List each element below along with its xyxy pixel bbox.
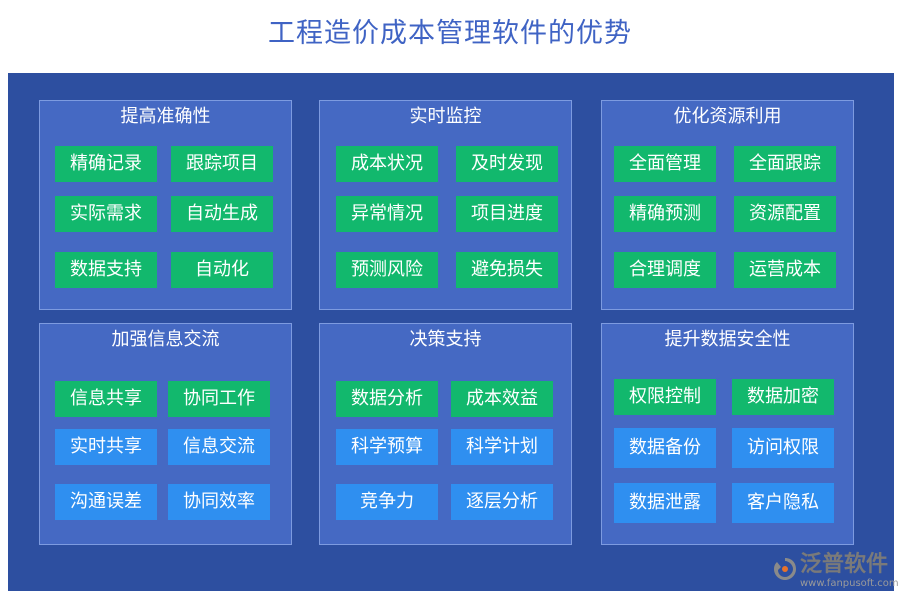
panel-title: 实时监控 [409,106,482,127]
tag: 及时发现 [456,146,558,182]
panel-title: 决策支持 [409,329,482,350]
tag: 数据加密 [732,379,834,415]
tag: 数据备份 [614,428,716,468]
tag: 协同工作 [168,381,270,417]
panel-security: 提升数据安全性 权限控制 数据加密 数据备份 访问权限 数据泄露 客户隐私 [601,323,854,545]
tag: 自动化 [171,252,273,288]
fanpu-logo-icon [774,558,796,580]
tag: 自动生成 [171,196,273,232]
tag: 信息交流 [168,429,270,465]
tag: 客户隐私 [732,483,834,523]
panel-resources: 优化资源利用 全面管理 全面跟踪 精确预测 资源配置 合理调度 运营成本 [601,100,854,310]
tag: 数据分析 [336,381,438,417]
tag: 精确预测 [614,196,716,232]
panel-title: 提升数据安全性 [664,329,791,350]
logo-url: www.fanpusoft.com [800,578,899,589]
panel-communication: 加强信息交流 信息共享 协同工作 实时共享 信息交流 沟通误差 协同效率 [39,323,292,545]
tag: 实际需求 [55,196,157,232]
tag: 实时共享 [55,429,157,465]
diagram-background: 提高准确性 精确记录 跟踪项目 实际需求 自动生成 数据支持 自动化 实时监控 … [8,73,894,591]
tag: 科学预算 [336,429,438,465]
tag: 全面管理 [614,146,716,182]
page-title: 工程造价成本管理软件的优势 [268,18,632,49]
tag: 访问权限 [732,428,834,468]
tag: 合理调度 [614,252,716,288]
panel-accuracy: 提高准确性 精确记录 跟踪项目 实际需求 自动生成 数据支持 自动化 [39,100,292,310]
brand-logo: 泛普软件 www.fanpusoft.com [770,550,899,592]
panel-title: 提高准确性 [120,106,211,127]
tag: 运营成本 [734,252,836,288]
logo-name: 泛普软件 [800,552,889,577]
tag: 全面跟踪 [734,146,836,182]
tag: 协同效率 [168,484,270,520]
tag: 跟踪项目 [171,146,273,182]
tag: 异常情况 [336,196,438,232]
tag: 沟通误差 [55,484,157,520]
tag: 竞争力 [336,484,438,520]
tag: 科学计划 [451,429,553,465]
tag: 精确记录 [55,146,157,182]
tag: 数据泄露 [614,483,716,523]
tag: 信息共享 [55,381,157,417]
tag: 数据支持 [55,252,157,288]
panel-title: 优化资源利用 [673,106,782,127]
tag: 避免损失 [456,252,558,288]
tag: 成本效益 [451,381,553,417]
panel-decision: 决策支持 数据分析 成本效益 科学预算 科学计划 竞争力 逐层分析 [319,323,572,545]
tag: 项目进度 [456,196,558,232]
tag: 资源配置 [734,196,836,232]
tag: 逐层分析 [451,484,553,520]
tag: 预测风险 [336,252,438,288]
panel-monitoring: 实时监控 成本状况 及时发现 异常情况 项目进度 预测风险 避免损失 [319,100,572,310]
tag: 成本状况 [336,146,438,182]
panel-title: 加强信息交流 [111,329,220,350]
tag: 权限控制 [614,379,716,415]
